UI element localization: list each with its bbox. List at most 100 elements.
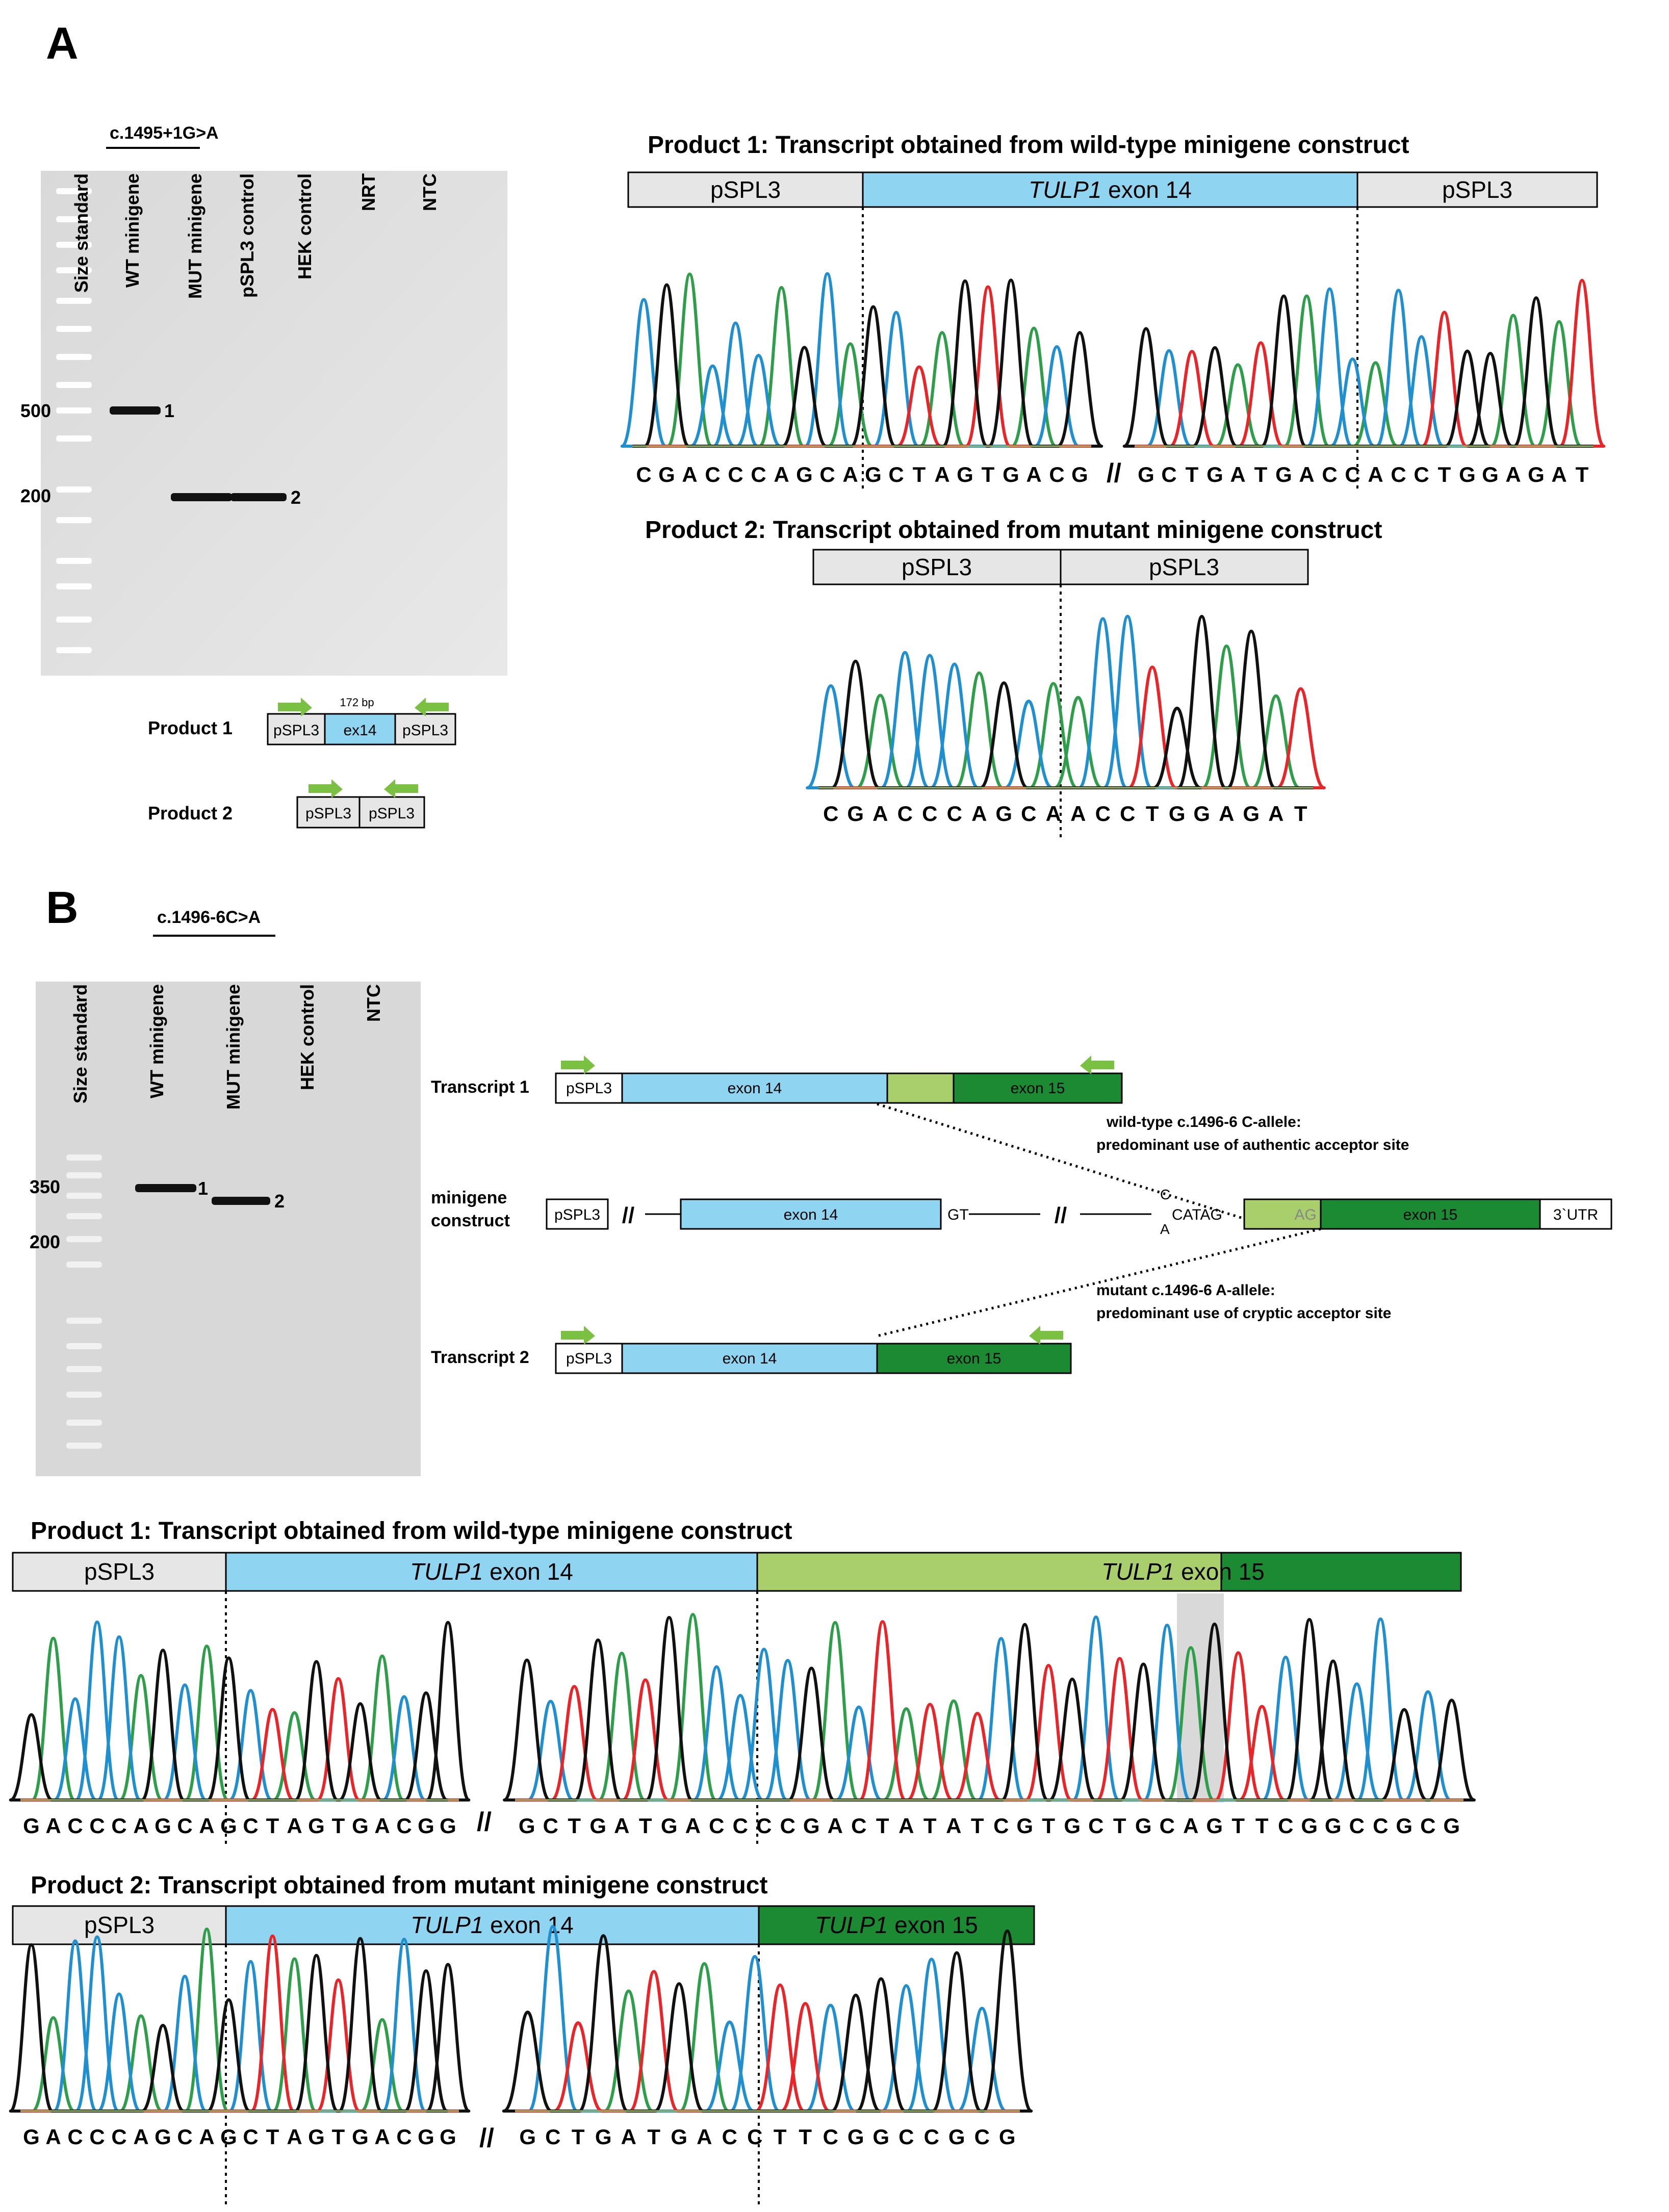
base-call: T xyxy=(799,2125,812,2149)
pspl3-box xyxy=(555,1072,623,1104)
base-call: C xyxy=(1414,462,1429,486)
base-call: G xyxy=(595,2125,612,2149)
base-call: A xyxy=(1183,1814,1198,1838)
pspl3-text: pSPL3 xyxy=(84,1558,155,1585)
ladder-band xyxy=(56,382,92,388)
break-mark: // xyxy=(479,2123,494,2153)
trace-C xyxy=(1135,287,1594,448)
dna-band xyxy=(171,493,232,501)
break-mark: // xyxy=(1055,1203,1067,1228)
base-call: C xyxy=(396,2125,412,2149)
amplicon-size: 172 bp xyxy=(340,696,374,709)
pspl3-box xyxy=(627,171,864,208)
base-call: C xyxy=(888,462,904,486)
base-call: G xyxy=(999,2125,1016,2149)
base-call: C xyxy=(636,462,651,486)
base-call: A xyxy=(1268,802,1283,826)
break-mark: // xyxy=(477,1807,492,1837)
lane-label: HEK control xyxy=(297,984,318,1090)
transcript2-schematic: pSPL3 exon 14 exon 15 xyxy=(555,1326,1072,1374)
base-call: G xyxy=(1206,1814,1223,1838)
base-call: A xyxy=(133,2125,148,2149)
lane-label: NRT xyxy=(358,173,379,211)
transcript1-schematic: pSPL3 exon 14 exon 15 xyxy=(555,1056,1123,1104)
base-call: A xyxy=(1551,462,1567,486)
trace-T xyxy=(632,285,1091,448)
pspl3-text: pSPL3 xyxy=(84,1912,155,1938)
base-call: G xyxy=(1243,802,1260,826)
base-call: G xyxy=(1396,1814,1413,1838)
trace-G xyxy=(9,1937,471,2113)
ladder-band xyxy=(56,326,92,332)
pspl3-text: pSPL3 xyxy=(273,722,319,739)
base-call: G xyxy=(1169,802,1186,826)
b-seq2-title: Product 2: Transcript obtained from muta… xyxy=(31,1872,768,1899)
ladder-band xyxy=(56,486,92,493)
base-call: C xyxy=(67,2125,83,2149)
size-label-200: 200 xyxy=(20,485,51,506)
note-wt-line2: predominant use of authentic acceptor si… xyxy=(1096,1137,1409,1153)
base-call: A xyxy=(133,1814,148,1838)
pspl3-text: pSPL3 xyxy=(554,1206,600,1223)
trace-A xyxy=(1135,294,1594,448)
base-call: C xyxy=(1160,1814,1175,1838)
ladder-band xyxy=(66,1318,102,1324)
base-call: T xyxy=(1438,462,1451,486)
base-call: T xyxy=(647,2125,660,2149)
base-call: A xyxy=(685,1814,701,1838)
dna-band xyxy=(230,493,287,501)
pspl3-text: pSPL3 xyxy=(1442,176,1512,203)
base-call: A xyxy=(199,1814,214,1838)
exon14-text: TULP1 exon 14 xyxy=(410,1558,573,1585)
base-call: G xyxy=(1482,462,1499,486)
product1-label: Product 1 xyxy=(148,717,233,738)
base-call: C xyxy=(993,1814,1009,1838)
lane-label: HEK control xyxy=(294,173,315,279)
a-seq1-title: Product 1: Transcript obtained from wild… xyxy=(648,132,1409,159)
base-call: A xyxy=(374,2125,390,2149)
trace-T xyxy=(515,1620,1463,1802)
a-seq1-bar: pSPL3 TULP1 exon 14 pSPL3 xyxy=(627,171,1598,208)
exon15-extension-box xyxy=(886,1072,955,1104)
trace-T xyxy=(1135,278,1606,448)
b-seq1-bar: pSPL3 TULP1 exon 14 TULP1 exon 15 xyxy=(12,1552,1462,1592)
exon15-box xyxy=(876,1343,1072,1374)
base-call: T xyxy=(1146,802,1159,826)
ladder-band xyxy=(56,558,92,564)
base-call: A xyxy=(898,1814,914,1838)
base-call: C xyxy=(974,2125,990,2149)
base-call: C xyxy=(851,1814,866,1838)
catag-text: CATAG xyxy=(1172,1206,1222,1223)
trace-C xyxy=(20,1620,459,1802)
trace-A xyxy=(818,645,1313,789)
transcript1-label: Transcript 1 xyxy=(431,1077,529,1097)
base-call: A xyxy=(946,1814,961,1838)
ex14-text: ex14 xyxy=(343,722,376,739)
base-call: G xyxy=(1443,1814,1460,1838)
base-call: C xyxy=(924,2125,939,2149)
base-call: C xyxy=(947,802,962,826)
exon14-box xyxy=(621,1343,878,1374)
exon15-text: exon 15 xyxy=(1011,1080,1065,1097)
trace-G xyxy=(502,1929,1033,2113)
exon15-box xyxy=(953,1072,1123,1104)
base-call: G xyxy=(440,1814,456,1838)
ladder-band xyxy=(66,1172,102,1178)
ag-text: AG xyxy=(1294,1206,1316,1223)
ladder-band xyxy=(66,1262,102,1268)
base-call: G xyxy=(1071,462,1088,486)
band-label-2: 2 xyxy=(291,487,301,508)
panel-a-letter: A xyxy=(46,18,79,68)
base-call: C xyxy=(1088,1814,1103,1838)
ladder-band xyxy=(56,517,92,523)
dna-band xyxy=(110,406,161,415)
base-call: G xyxy=(519,1814,535,1838)
band-label-1: 1 xyxy=(164,400,174,421)
trace-C xyxy=(515,1615,1463,1802)
base-call: G xyxy=(995,802,1012,826)
base-call: C xyxy=(111,1814,126,1838)
pspl3-text: pSPL3 xyxy=(710,176,781,203)
ladder-band xyxy=(66,1366,102,1372)
